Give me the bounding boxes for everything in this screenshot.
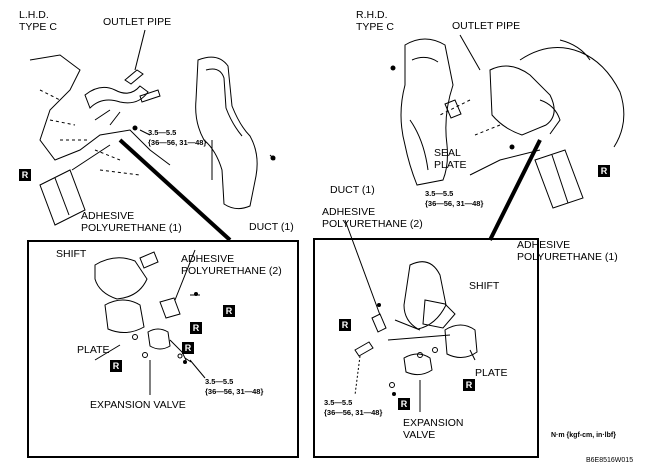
- lhd-detail-r-mark-1: R: [223, 305, 235, 317]
- lhd-detail-torque-line2: {36—56, 31—48}: [205, 387, 264, 396]
- lhd-detail-frame: [27, 240, 299, 458]
- figure-code: B6E8516W015: [586, 457, 634, 464]
- rhd-plate-label: PLATE: [475, 367, 508, 379]
- lhd-heading-line2: TYPE C: [19, 21, 57, 33]
- rhd-torque-line1: 3.5—5.5: [425, 189, 454, 198]
- lhd-detail-adhesive-line2: POLYURETHANE (2): [181, 265, 282, 277]
- lhd-r-mark: R: [19, 169, 31, 181]
- lhd-torque-line2: {36—56, 31—48}: [148, 138, 207, 147]
- rhd-r-mark: R: [598, 165, 610, 177]
- lhd-shift-label: SHIFT: [56, 248, 87, 260]
- lhd-outlet-pipe-label: OUTLET PIPE: [103, 16, 172, 28]
- rhd-duct-label: DUCT (1): [330, 184, 375, 196]
- rhd-detail-frame: [313, 238, 539, 458]
- rhd-detail-r-mark-2: R: [463, 379, 475, 391]
- lhd-expansion-valve-label: EXPANSION VALVE: [90, 399, 186, 411]
- rhd-detail-adhesive-line2: POLYURETHANE (2): [322, 218, 423, 230]
- rhd-detail-torque-line1: 3.5—5.5: [324, 398, 353, 407]
- lhd-plate-label: PLATE: [77, 344, 110, 356]
- rhd-torque-line2: {36—56, 31—48}: [425, 199, 484, 208]
- lhd-detail-r-mark-4: R: [110, 360, 122, 372]
- rhd-adhesive1-line2: POLYURETHANE (1): [517, 251, 618, 263]
- rhd-shift-label: SHIFT: [469, 280, 500, 292]
- rhd-expansion-line1: EXPANSION: [403, 417, 464, 429]
- rhd-outlet-pipe-label: OUTLET PIPE: [452, 20, 521, 32]
- rhd-adhesive1-line1: ADHESIVE: [517, 239, 571, 251]
- lhd-adhesive-line2: POLYURETHANE (1): [81, 222, 182, 234]
- lhd-duct-label: DUCT (1): [249, 221, 294, 233]
- rhd-detail-r-mark-3: R: [398, 398, 410, 410]
- lhd-heading-line1: L.H.D.: [19, 9, 49, 21]
- rhd-expansion-line2: VALVE: [403, 429, 436, 441]
- rhd-seal-line1: SEAL: [434, 147, 461, 159]
- rhd-seal-line2: PLATE: [434, 159, 467, 171]
- units-note: N·m {kgf-cm, in·lbf}: [551, 432, 616, 439]
- rhd-heading-line2: TYPE C: [356, 21, 394, 33]
- lhd-detail-torque-line1: 3.5—5.5: [205, 377, 234, 386]
- rhd-detail-torque-line2: {36—56, 31—48}: [324, 408, 383, 417]
- lhd-adhesive-line1: ADHESIVE: [81, 210, 135, 222]
- lhd-detail-adhesive-line1: ADHESIVE: [181, 253, 235, 265]
- lhd-detail-r-mark-2: R: [190, 322, 202, 334]
- rhd-detail-adhesive-line1: ADHESIVE: [322, 206, 376, 218]
- lhd-torque-line1: 3.5—5.5: [148, 128, 177, 137]
- lhd-detail-r-mark-3: R: [182, 342, 194, 354]
- rhd-detail-r-mark-1: R: [339, 319, 351, 331]
- rhd-heading-line1: R.H.D.: [356, 9, 388, 21]
